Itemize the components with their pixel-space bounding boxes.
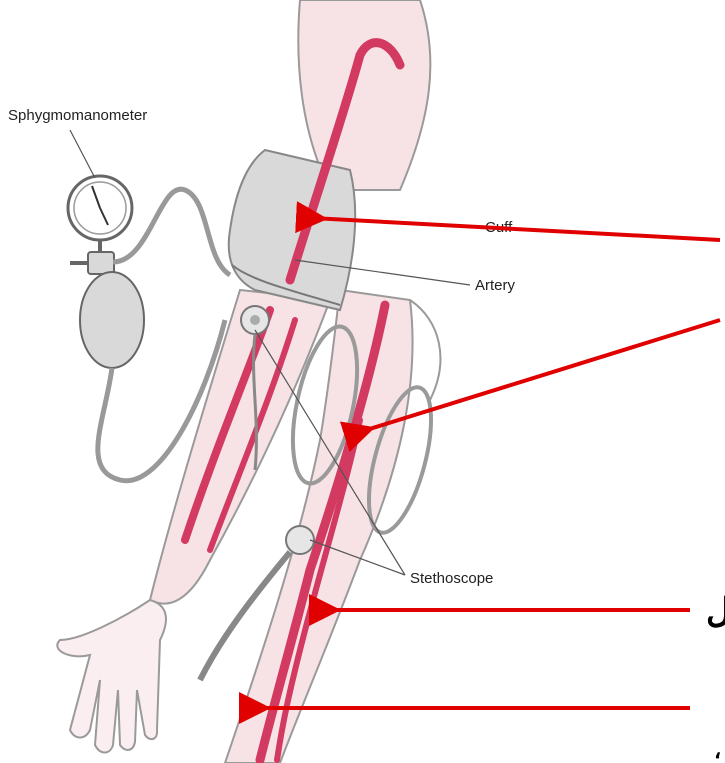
stethoscope-chestpiece-top-inner [250, 315, 260, 325]
gauge-valve [88, 252, 114, 274]
label-stethoscope: Stethoscope [410, 570, 493, 587]
edge-glyph-middle: ل [706, 591, 725, 631]
cuff [229, 150, 355, 310]
elbow-outline [410, 300, 440, 400]
label-artery: Artery [475, 277, 516, 294]
inflation-bulb [80, 272, 144, 368]
label-sphygmomanometer: Sphygmomanometer [8, 107, 147, 124]
red-arrow-artery [360, 320, 720, 432]
stethoscope-chestpiece-bottom [286, 526, 314, 554]
hand [57, 600, 166, 753]
leader-sphygmomanometer [70, 130, 95, 178]
red-arrow-cuff [312, 218, 720, 240]
edge-glyph-bottom: ، [714, 738, 721, 763]
